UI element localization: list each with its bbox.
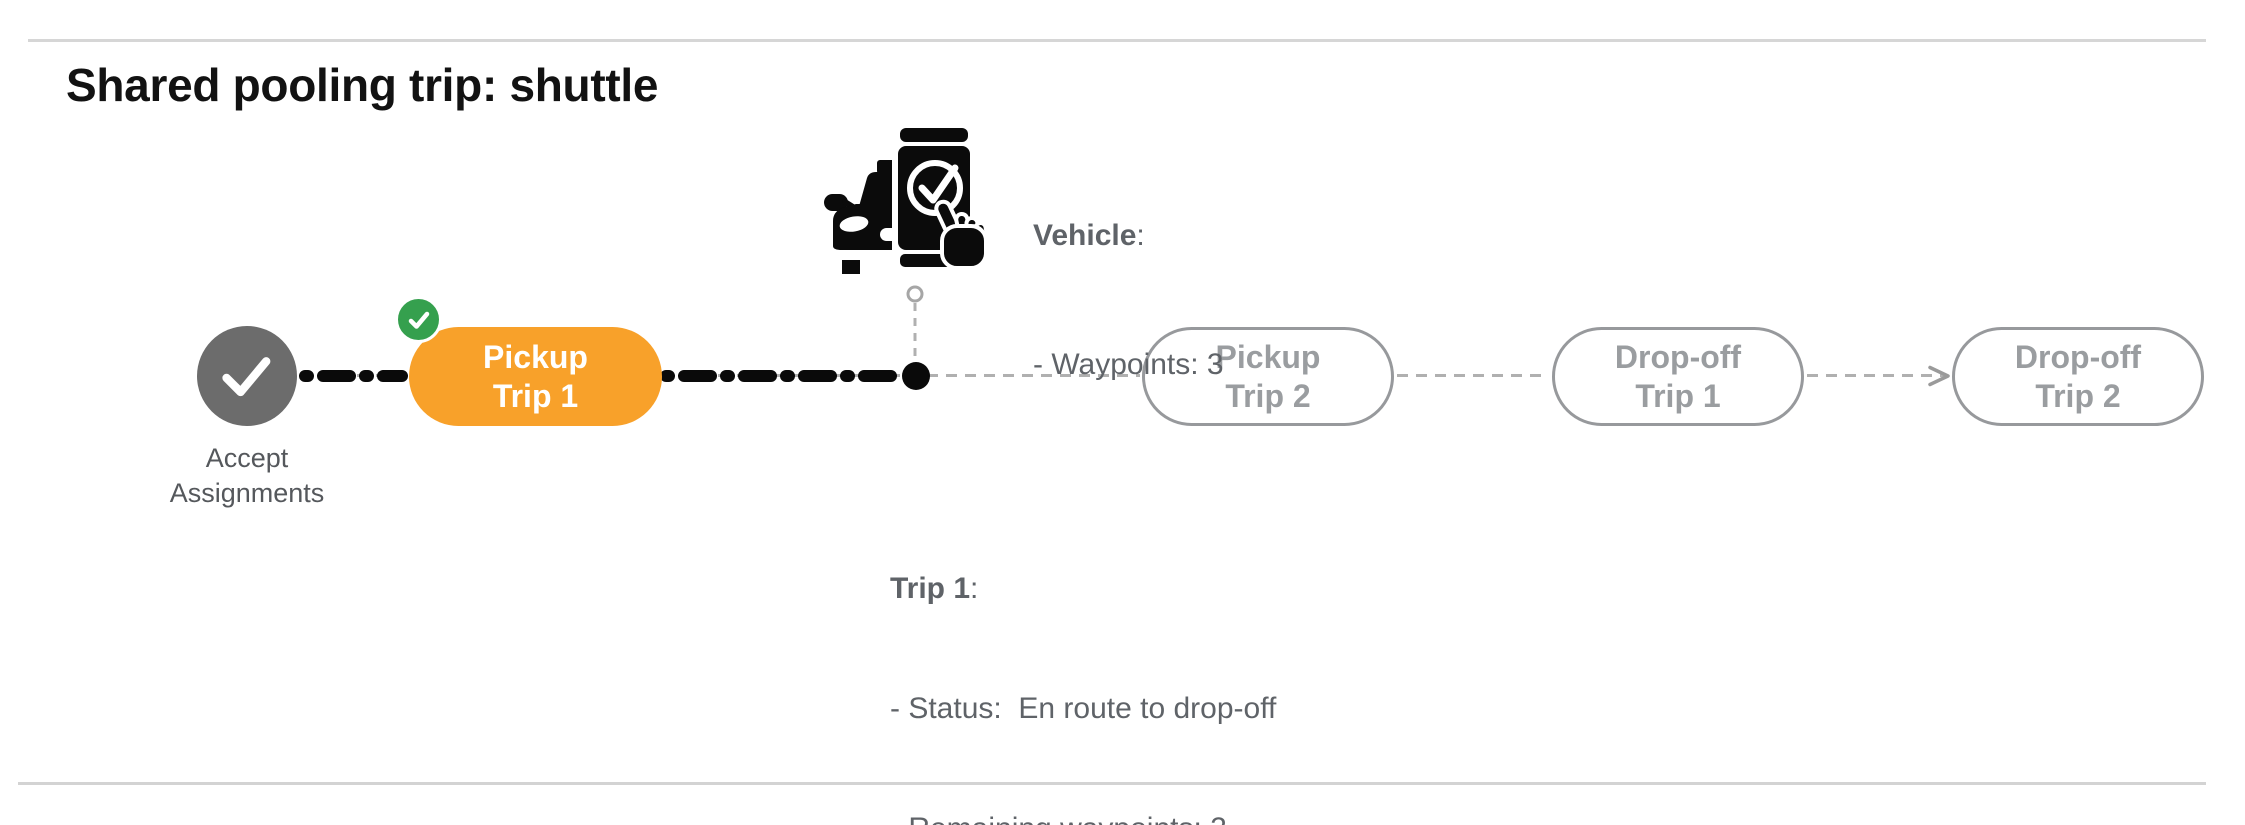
node-dropoff-trip2: Drop-off Trip 2	[1952, 327, 2204, 426]
completed-check-badge	[395, 296, 442, 343]
bottom-divider	[18, 782, 2206, 785]
top-divider	[28, 39, 2206, 42]
trip-status-panel: Trip 1: - Status: En route to drop-off -…	[890, 489, 1276, 825]
vehicle-phone-check-icon	[824, 122, 989, 274]
vehicle-leader-dot	[906, 285, 924, 303]
vehicle-heading: Vehicle:	[1033, 219, 1145, 252]
trip1-status: - Status: En route to drop-off	[890, 692, 1277, 725]
check-icon	[222, 357, 271, 397]
node-accept-assignments	[197, 326, 297, 426]
current-position-dot	[902, 362, 930, 390]
vehicle-phone-check-icon	[820, 120, 990, 275]
vehicle-waypoints: - Waypoints: 3	[1033, 348, 1224, 381]
accept-assignments-label: Accept Assignments	[169, 443, 325, 508]
vehicle-info: Vehicle: - Waypoints: 3	[1033, 128, 1224, 472]
node-dropoff-trip1: Drop-off Trip 1	[1552, 327, 1804, 426]
check-icon	[408, 311, 429, 329]
node-pickup-trip1: Pickup Trip 1	[395, 296, 662, 426]
node-pickup-trip2: Pickup Trip 2	[1142, 327, 1394, 426]
page-title: Shared pooling trip: shuttle	[66, 59, 659, 111]
trip1-waypoints: - Remaining waypoints: 2	[890, 809, 1276, 825]
trip1-heading: Trip 1:	[890, 572, 979, 605]
arrow-right-icon	[1928, 365, 1950, 387]
